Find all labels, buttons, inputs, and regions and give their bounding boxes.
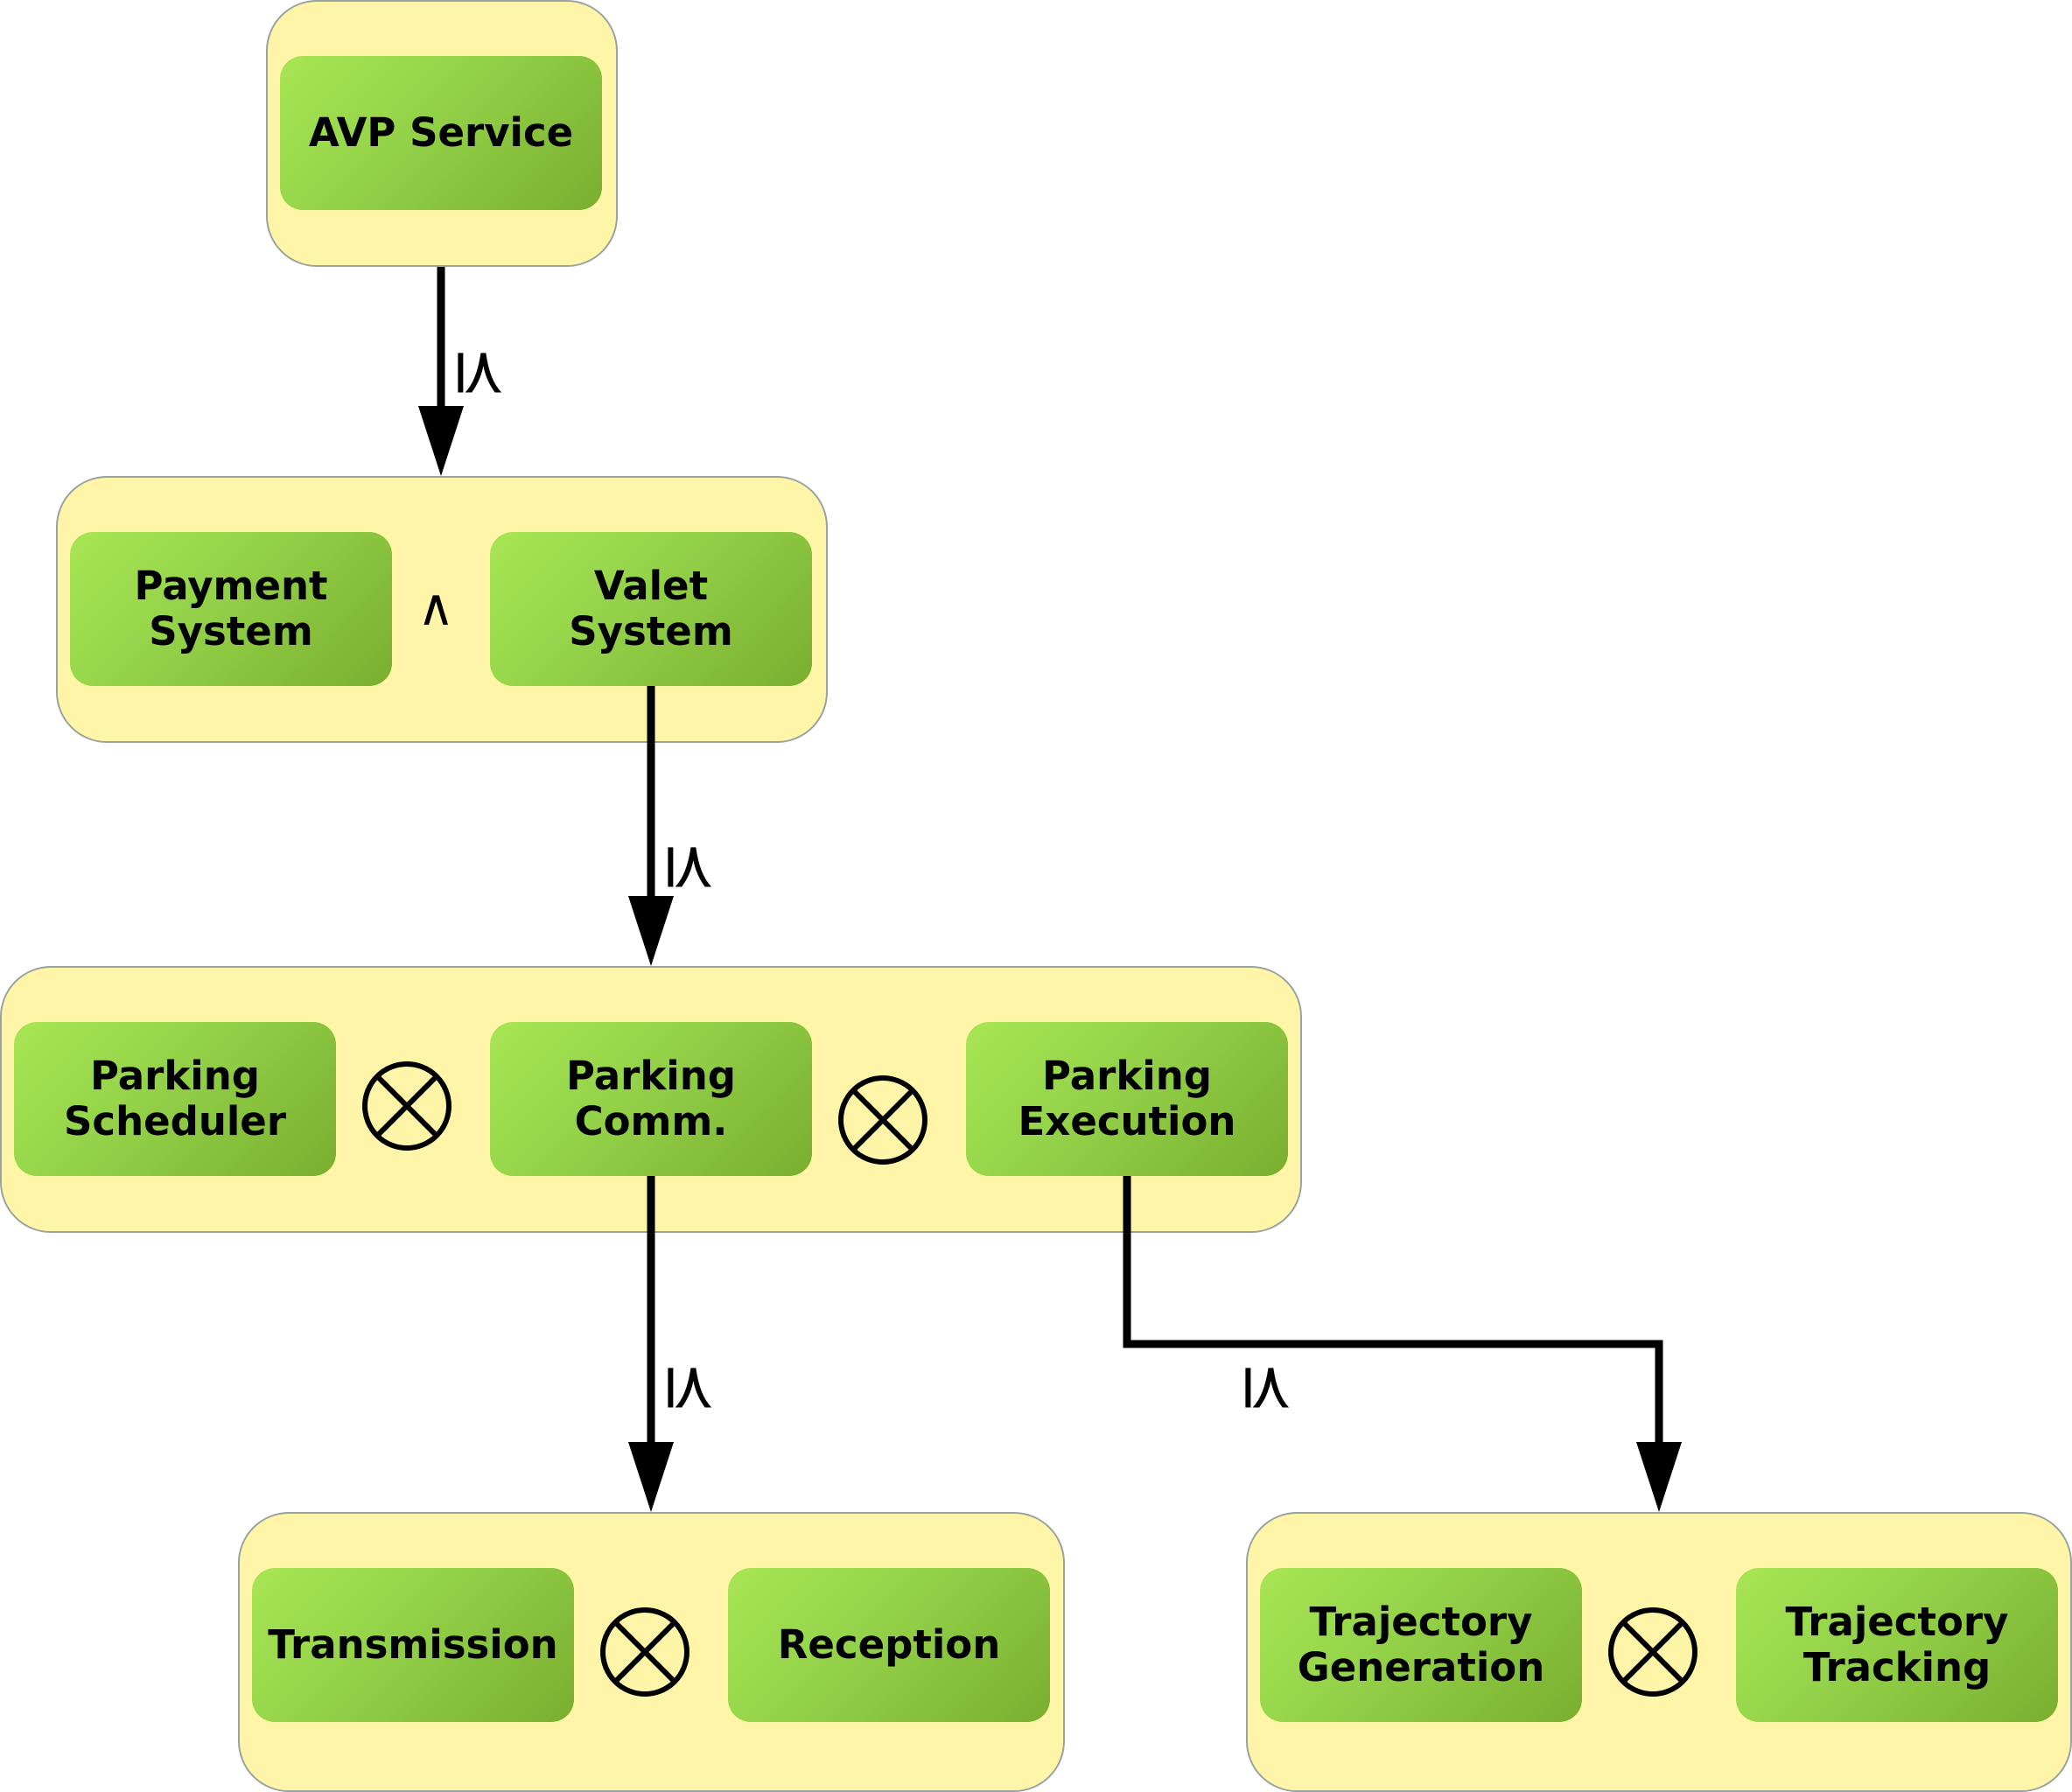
node-avp-service[interactable]: AVP Service — [280, 56, 602, 210]
node-parking-execution[interactable]: Parking Execution — [966, 1022, 1288, 1176]
node-payment-system[interactable]: Payment System — [70, 532, 392, 686]
edge-valet-to-parking — [628, 686, 674, 966]
node-trajectory-generation[interactable]: Trajectory Generation — [1260, 1568, 1582, 1722]
node-transmission[interactable]: Transmission — [252, 1568, 574, 1722]
edge-avp-to-system — [418, 267, 464, 476]
node-trajectory-tracking[interactable]: Trajectory Tracking — [1736, 1568, 2058, 1722]
refinement-label: ⪯ — [1232, 1361, 1306, 1415]
and-operator: ∧ — [417, 578, 455, 637]
edge-execution-to-trajectory — [1123, 1176, 1682, 1512]
refinement-label: ⪯ — [444, 346, 519, 400]
node-valet-system[interactable]: Valet System — [490, 532, 812, 686]
tensor-icon — [1608, 1607, 1698, 1697]
node-reception[interactable]: Reception — [728, 1568, 1050, 1722]
refinement-label: ⪯ — [654, 840, 729, 894]
tensor-icon — [838, 1075, 928, 1165]
node-parking-comm[interactable]: Parking Comm. — [490, 1022, 812, 1176]
tensor-icon — [600, 1607, 690, 1697]
node-parking-scheduler[interactable]: Parking Scheduler — [14, 1022, 336, 1176]
tensor-icon — [362, 1061, 452, 1151]
edge-comm-to-transmission — [628, 1176, 674, 1512]
refinement-label: ⪯ — [654, 1361, 729, 1415]
